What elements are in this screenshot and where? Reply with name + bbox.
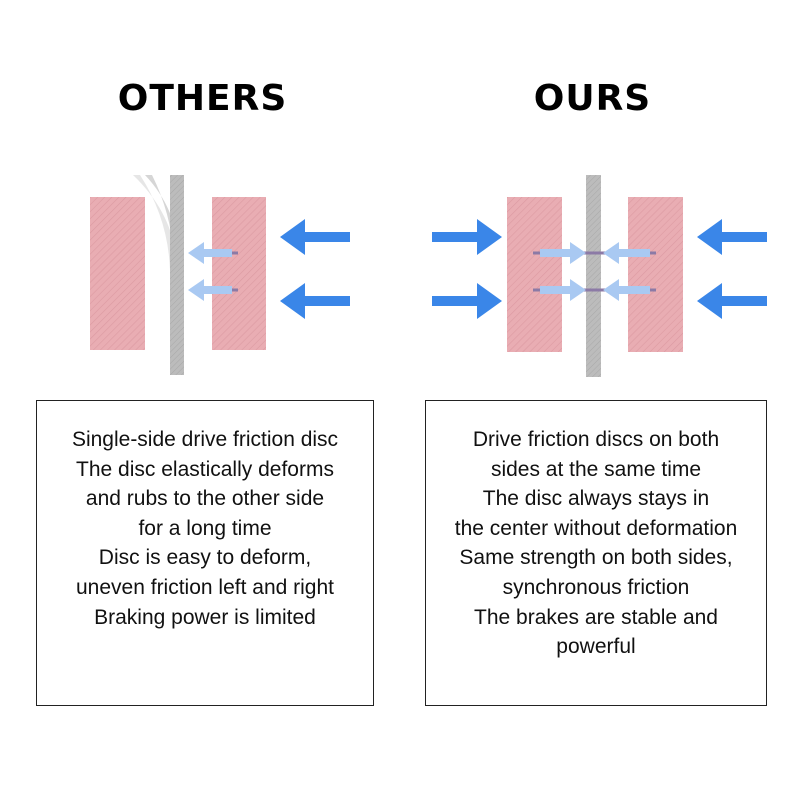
description-line: The disc elastically deforms	[76, 457, 334, 481]
description-line: sides at the same time	[490, 457, 702, 481]
description-line: uneven friction left and right	[76, 575, 334, 599]
ours-illustration	[432, 175, 767, 377]
weak-arrow-icon	[603, 279, 650, 301]
left-brake-pad	[507, 197, 562, 352]
description-line: The disc always stays in	[482, 487, 710, 511]
push-arrow-icon	[697, 219, 767, 255]
others-description-box: Single-side drive friction disc The disc…	[36, 400, 374, 706]
push-arrow-icon	[280, 219, 350, 255]
push-arrow-icon	[280, 283, 350, 319]
right-brake-pad	[628, 197, 683, 352]
description-line: the center without deformation	[454, 516, 738, 540]
description-line: Disc is easy to deform,	[98, 546, 312, 570]
description-line: The brakes are stable and	[474, 605, 718, 629]
description-line: powerful	[556, 635, 636, 659]
description-line: Braking power is limited	[94, 605, 316, 629]
description-line: Drive friction discs on both	[472, 428, 720, 451]
weak-arrow-icon	[603, 242, 650, 264]
left-brake-pad	[90, 197, 145, 350]
push-arrow-icon	[697, 283, 767, 319]
others-illustration	[90, 175, 350, 375]
ours-heading: OURS	[533, 78, 652, 119]
push-arrow-icon	[432, 283, 502, 319]
description-line: Single-side drive friction disc	[71, 428, 339, 451]
weak-arrow-icon	[188, 279, 232, 301]
disc	[170, 175, 184, 375]
weak-arrow-icon	[540, 242, 586, 264]
description-line: and rubs to the other side	[85, 487, 325, 511]
weak-arrow-icon	[188, 242, 232, 264]
ours-description-box: Drive friction discs on both sides at th…	[425, 400, 767, 706]
description-line: for a long time	[138, 516, 272, 540]
others-heading: OTHERS	[117, 78, 288, 119]
description-line: synchronous friction	[502, 575, 690, 599]
right-brake-pad	[212, 197, 266, 350]
disc	[586, 175, 601, 377]
push-arrow-icon	[432, 219, 502, 255]
weak-arrow-icon	[540, 279, 586, 301]
description-line: Same strength on both sides,	[459, 546, 733, 570]
